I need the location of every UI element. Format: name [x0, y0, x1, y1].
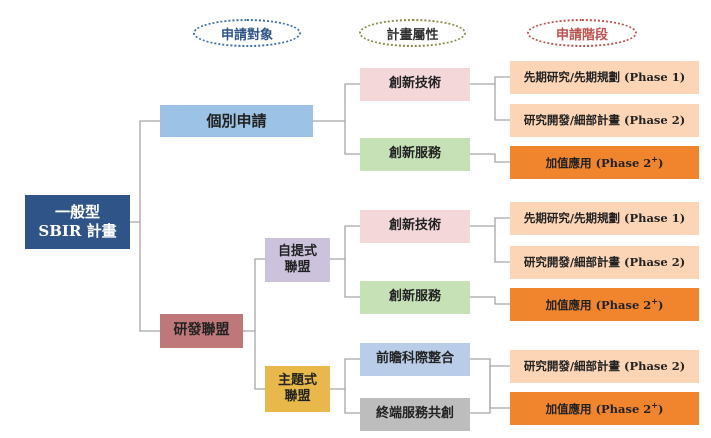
root-node: 一般型 SBIR 計畫 — [25, 195, 130, 249]
connector-tech1-p2 — [494, 84, 510, 121]
connector-tech2-p1 — [470, 217, 510, 227]
connector-tech2-p2 — [494, 226, 510, 263]
phase2-node-2: 研究開發/細部計畫 (Phase 2) — [510, 246, 699, 279]
theme-alliance-line1: 主題式 — [277, 372, 317, 388]
header-phase: 申請階段 — [527, 19, 637, 47]
theme-alliance-line2: 聯盟 — [284, 389, 311, 404]
phase2plus-node-1: 加值應用 (Phase 2+) — [510, 146, 699, 179]
rd-alliance-node: 研發聯盟 — [160, 314, 243, 348]
phase2plus-text-1: 加值應用 (Phase 2+) — [545, 154, 664, 171]
root-line2: SBIR 計畫 — [38, 222, 117, 240]
connector-self-tech — [330, 225, 360, 260]
phase1-node-2: 先期研究/先期規劃 (Phase 1) — [510, 202, 699, 235]
header-applicant: 申請對象 — [193, 19, 301, 47]
connector-root-alliance — [139, 222, 160, 332]
self-alliance-line2: 聯盟 — [284, 260, 311, 275]
connector-individual-tech — [313, 83, 360, 122]
thematic-alliance-node: 主題式 聯盟 — [265, 366, 330, 412]
phase2plus-text-2: 加值應用 (Phase 2+) — [545, 296, 664, 313]
innovative-tech-node-2: 創新技術 — [360, 210, 470, 243]
connector-theme-forward — [330, 358, 360, 390]
connector-tech1-p1 — [470, 76, 510, 85]
self-alliance-line1: 自提式 — [277, 243, 317, 259]
connector-self-service — [344, 259, 360, 298]
phase2plus-node-3: 加值應用 (Phase 2+) — [510, 392, 699, 425]
individual-application-node: 個別申請 — [160, 105, 313, 137]
connector-forward-p2 — [470, 358, 510, 367]
innovative-service-node-2: 創新服務 — [360, 281, 470, 314]
self-proposed-alliance-node: 自提式 聯盟 — [265, 238, 330, 282]
connector-alliance-self — [243, 258, 265, 332]
phase2plus-text-3: 加值應用 (Phase 2+) — [545, 400, 664, 417]
terminal-service-node: 終端服務共創 — [360, 398, 470, 431]
phase1-node-1: 先期研究/先期規劃 (Phase 1) — [510, 61, 699, 94]
connector-alliance-theme — [254, 331, 265, 390]
header-attribute: 計畫屬性 — [359, 19, 466, 47]
innovative-service-node-1: 創新服務 — [360, 138, 470, 171]
connector-root-individual — [130, 120, 160, 223]
connector-service2-p2plus — [470, 296, 510, 305]
phase2plus-node-2: 加值應用 (Phase 2+) — [510, 288, 699, 321]
connector-individual-service — [344, 121, 360, 155]
innovative-tech-node-1: 創新技術 — [360, 68, 470, 101]
forward-integration-node: 前瞻科際整合 — [360, 343, 470, 376]
connector-bottom-p2plus — [489, 366, 510, 409]
connector-service1-p2plus — [470, 153, 510, 163]
phase2-node-3: 研究開發/細部計畫 (Phase 2) — [510, 350, 699, 383]
connector-theme-terminal — [344, 389, 360, 414]
connector-terminal-p2 — [470, 366, 491, 414]
root-line1: 一般型 — [54, 203, 100, 222]
phase2-node-1: 研究開發/細部計畫 (Phase 2) — [510, 104, 699, 137]
